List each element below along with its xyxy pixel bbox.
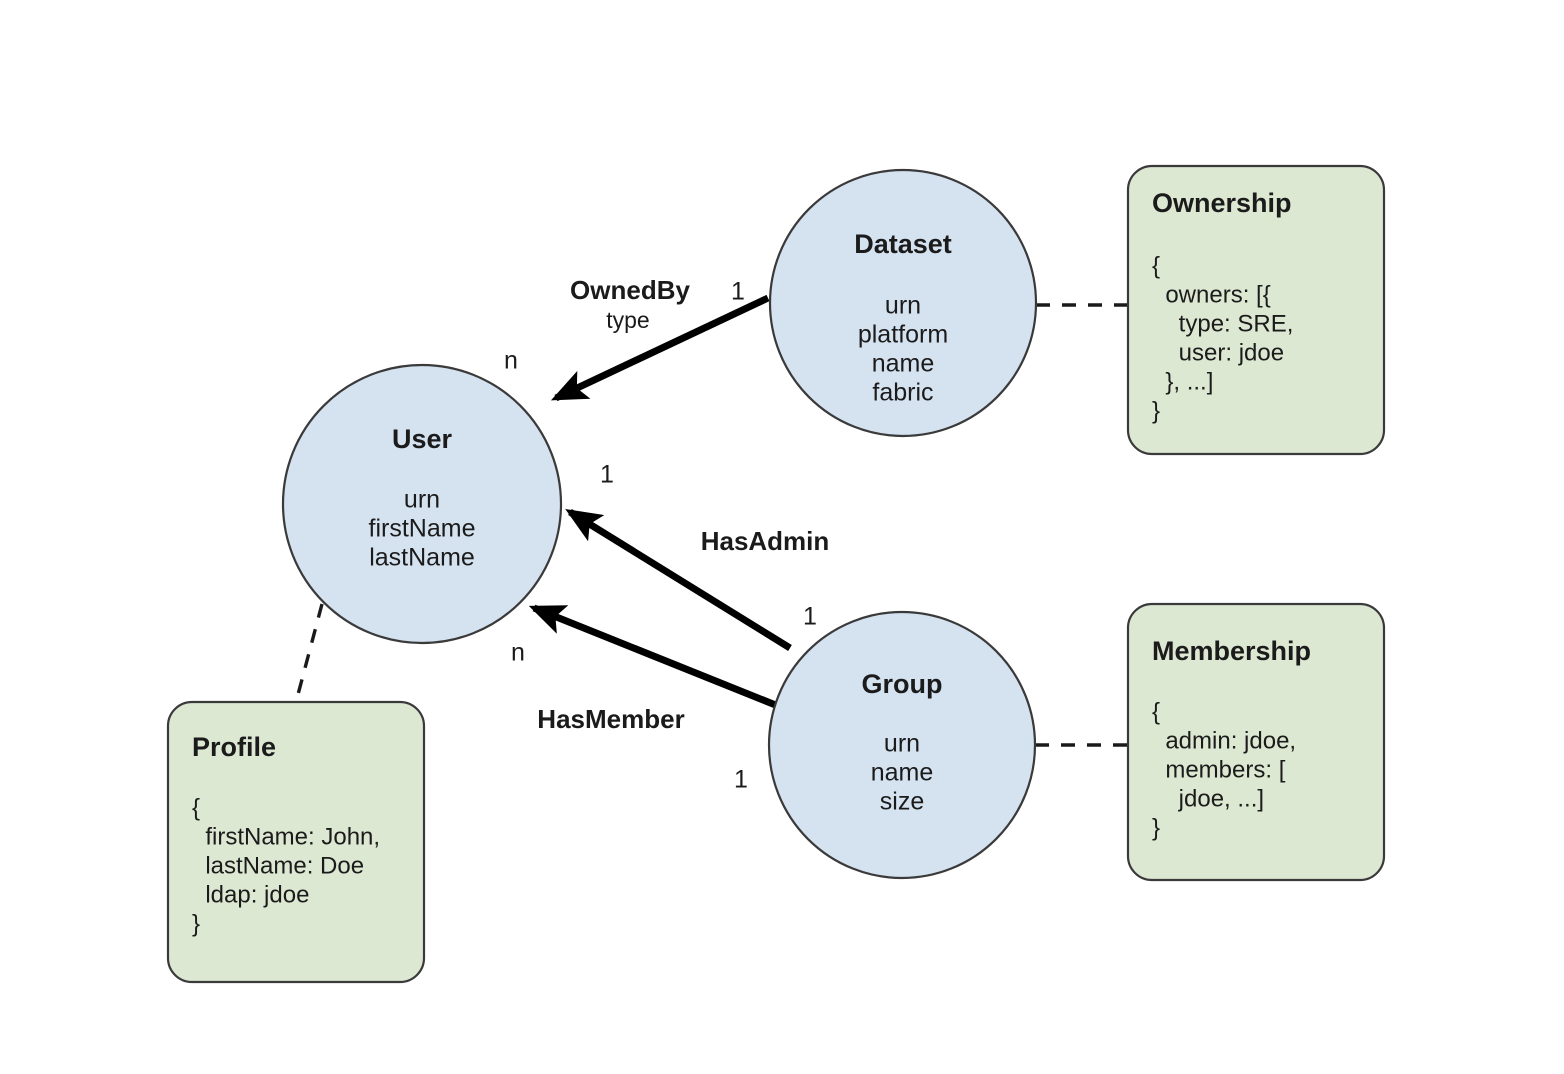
profile-line-1: firstName: John, [192, 823, 380, 850]
label-group-hasmember: HasMember n 1 [511, 639, 748, 794]
entity-group[interactable]: Group urn name size [767, 610, 1037, 880]
profile-line-3: ldap: jdoe [192, 881, 309, 908]
ownedby-cardinality-to: n [504, 347, 518, 375]
profile-title: Profile [192, 732, 276, 762]
user-circle[interactable] [281, 363, 563, 645]
hasmember-label: HasMember [537, 704, 684, 734]
ownership-line-4: }, ...] [1152, 368, 1213, 395]
ownership-title: Ownership [1152, 188, 1292, 218]
ownership-line-3: user: jdoe [1152, 339, 1284, 366]
ownership-line-0: { [1152, 252, 1160, 279]
entity-dataset[interactable]: Dataset urn platform name fabric [768, 168, 1038, 438]
hasadmin-label: HasAdmin [701, 526, 830, 556]
membership-line-4: } [1152, 814, 1160, 841]
ownership-line-5: } [1152, 397, 1160, 424]
edge-ownedby [550, 294, 770, 402]
hasmember-cardinality-to: n [511, 639, 525, 667]
dataset-circle[interactable] [768, 168, 1038, 438]
membership-title: Membership [1152, 636, 1311, 666]
membership-line-0: { [1152, 698, 1160, 725]
membership-line-3: jdoe, ...] [1152, 785, 1264, 812]
ownership-line-2: type: SRE, [1152, 310, 1293, 337]
hasmember-cardinality-from: 1 [734, 766, 748, 794]
group-attr-name: name [871, 759, 934, 787]
aspect-profile[interactable]: Profile { firstName: John, lastName: Doe… [166, 700, 426, 984]
label-group-hasadmin: HasAdmin 1 1 [600, 461, 829, 631]
profile-box[interactable] [166, 700, 426, 984]
ownedby-sublabel: type [606, 307, 649, 333]
dataset-attr-platform: platform [858, 321, 948, 349]
group-attr-size: size [880, 788, 924, 816]
edge-hasmember [528, 604, 780, 710]
dataset-attr-urn: urn [885, 292, 921, 320]
aspect-membership[interactable]: Membership { admin: jdoe, members: [ jdo… [1126, 602, 1386, 882]
dataset-title: Dataset [854, 229, 952, 259]
user-attr-lastname: lastName [369, 544, 475, 572]
ownership-line-1: owners: [{ [1152, 281, 1271, 308]
profile-line-4: } [192, 910, 200, 937]
profile-line-0: { [192, 794, 200, 821]
user-attr-firstname: firstName [369, 515, 476, 543]
membership-line-1: admin: jdoe, [1152, 727, 1296, 754]
entity-user[interactable]: User urn firstName lastName [281, 363, 563, 645]
dataset-attr-name: name [872, 350, 935, 378]
group-circle[interactable] [767, 610, 1037, 880]
aspect-ownership[interactable]: Ownership { owners: [{ type: SRE, user: … [1126, 164, 1386, 456]
ownership-box[interactable] [1126, 164, 1386, 456]
ownedby-cardinality-from: 1 [731, 278, 745, 306]
hasadmin-cardinality-to: 1 [600, 461, 614, 489]
group-attr-urn: urn [884, 730, 920, 758]
group-title: Group [862, 669, 943, 699]
connector-user-profile [294, 603, 324, 703]
membership-box[interactable] [1126, 602, 1386, 882]
user-attr-urn: urn [404, 486, 440, 514]
membership-line-2: members: [ [1152, 756, 1286, 783]
hasadmin-cardinality-from: 1 [803, 603, 817, 631]
profile-line-2: lastName: Doe [192, 852, 364, 879]
label-group-ownedby: OwnedBy type 1 n [504, 275, 745, 375]
ownedby-label: OwnedBy [570, 275, 690, 305]
dataset-attr-fabric: fabric [872, 379, 933, 407]
user-title: User [392, 424, 453, 454]
edge-hasadmin [565, 509, 792, 651]
